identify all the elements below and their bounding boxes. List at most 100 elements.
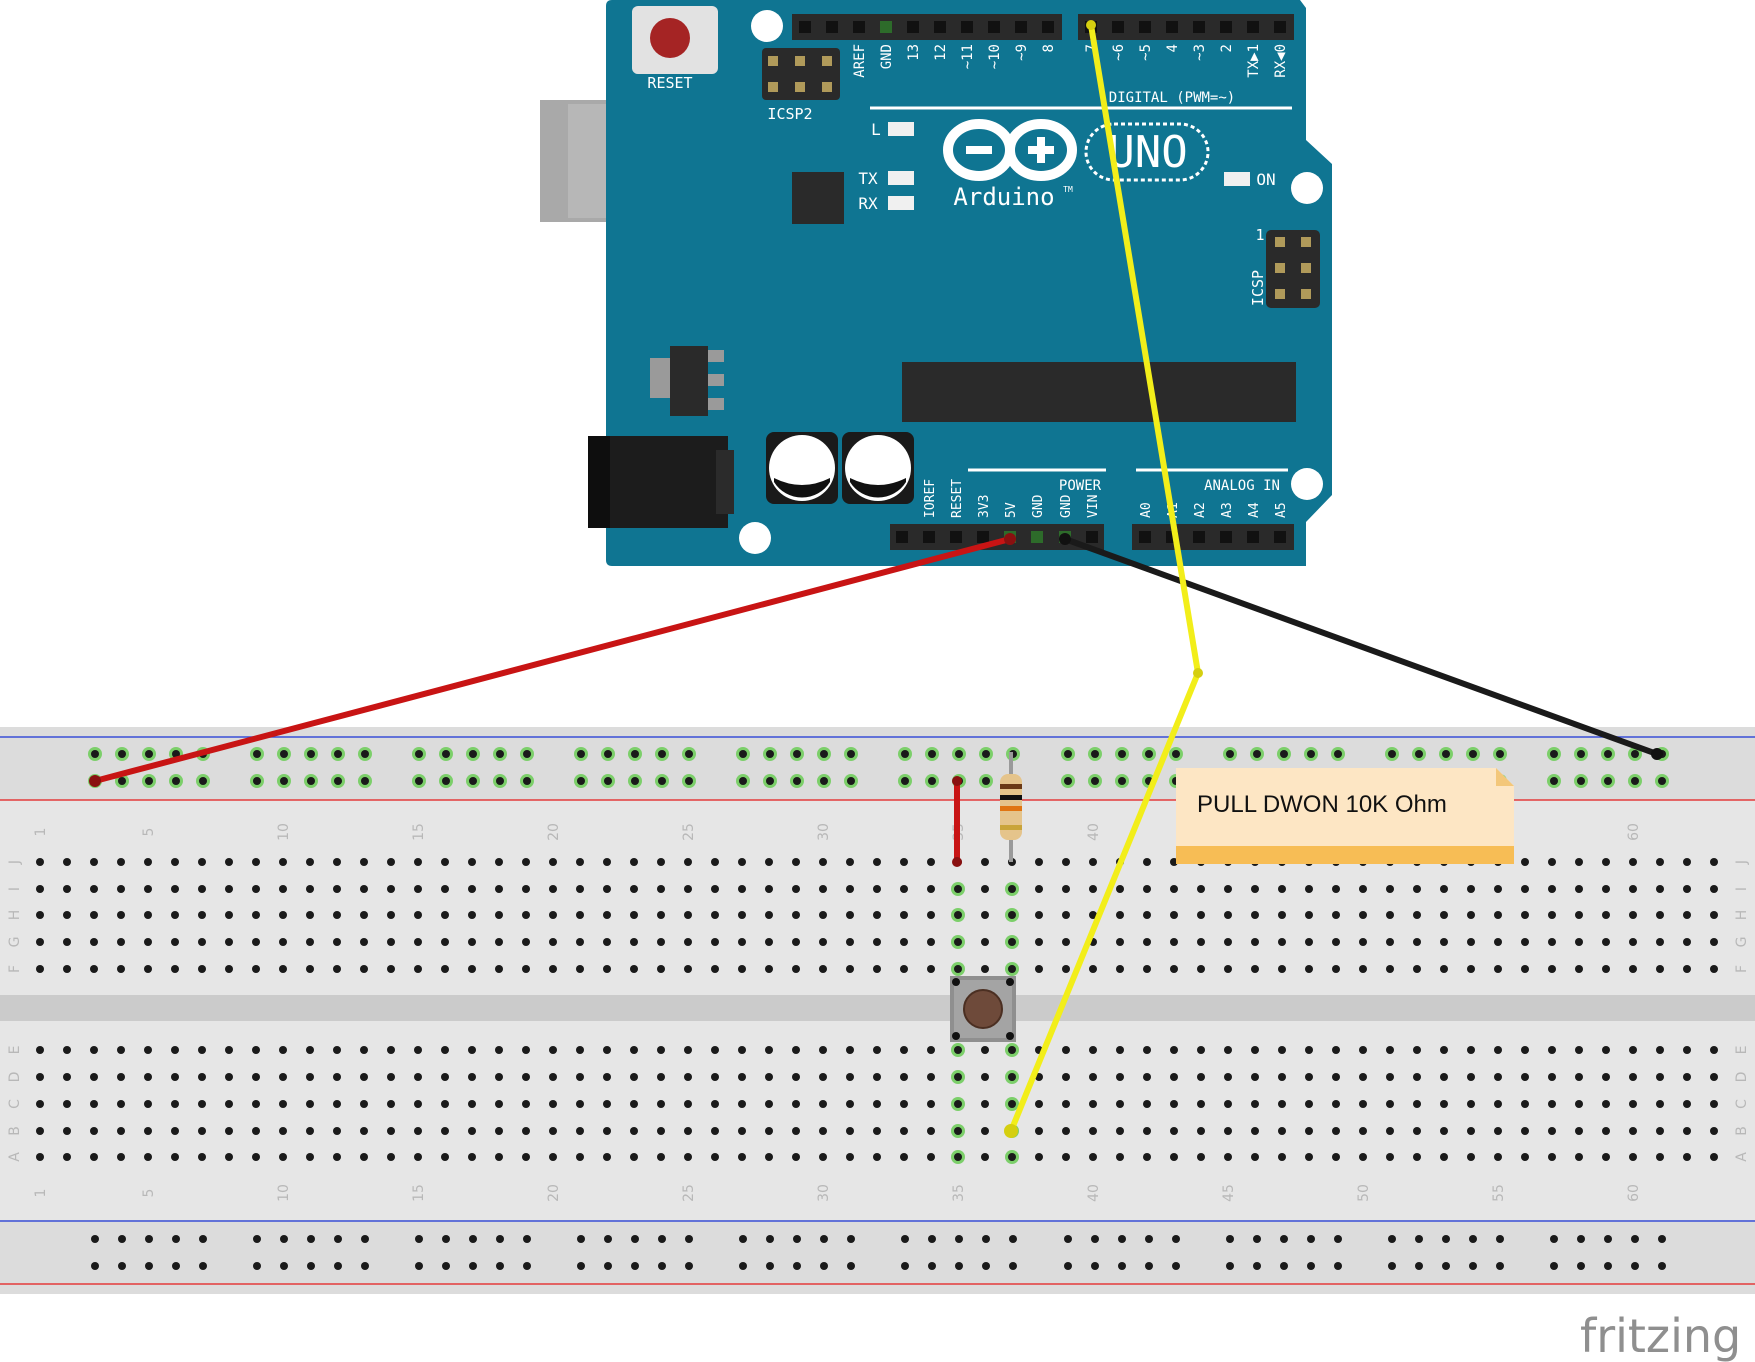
breadboard-hole xyxy=(1656,938,1664,946)
breadboard-hole xyxy=(1008,1100,1016,1108)
rail-hole xyxy=(793,777,801,785)
rail-hole xyxy=(1064,1235,1072,1243)
breadboard-hole xyxy=(684,858,692,866)
digital-pin-label: ~5 xyxy=(1138,44,1154,61)
breadboard-hole xyxy=(333,1100,341,1108)
breadboard-hole xyxy=(819,1100,827,1108)
breadboard-hole xyxy=(1548,1100,1556,1108)
column-number: 20 xyxy=(546,823,562,841)
breadboard-hole xyxy=(1494,885,1502,893)
breadboard-hole xyxy=(1467,938,1475,946)
header-pin xyxy=(1274,531,1286,543)
breadboard-hole xyxy=(873,1073,881,1081)
breadboard-hole xyxy=(1521,1153,1529,1161)
push-button[interactable] xyxy=(950,976,1016,1042)
breadboard-hole xyxy=(1116,938,1124,946)
breadboard-hole xyxy=(441,885,449,893)
breadboard-hole xyxy=(846,1100,854,1108)
breadboard-hole xyxy=(981,1100,989,1108)
breadboard-hole xyxy=(63,1153,71,1161)
breadboard-hole xyxy=(603,911,611,919)
icsp-pin xyxy=(1301,263,1311,273)
breadboard-hole xyxy=(819,1046,827,1054)
breadboard-hole xyxy=(387,1073,395,1081)
rail-hole xyxy=(847,1262,855,1270)
breadboard-hole xyxy=(252,911,260,919)
reset-button-cap[interactable] xyxy=(650,18,690,58)
regulator-pin xyxy=(708,350,724,362)
breadboard-hole xyxy=(1602,1100,1610,1108)
breadboard-hole xyxy=(1386,1127,1394,1135)
breadboard-hole xyxy=(225,1153,233,1161)
breadboard-hole xyxy=(1062,885,1070,893)
rail-hole xyxy=(307,777,315,785)
breadboard-hole xyxy=(603,965,611,973)
rail-hole xyxy=(901,1235,909,1243)
breadboard-hole xyxy=(765,1153,773,1161)
breadboard-hole xyxy=(495,938,503,946)
breadboard-hole xyxy=(198,885,206,893)
breadboard-hole xyxy=(1359,938,1367,946)
rail-hole xyxy=(955,750,963,758)
wire-end-dot xyxy=(952,857,962,867)
header-pin xyxy=(950,531,962,543)
breadboard-hole xyxy=(1710,938,1718,946)
wire-gnd-to-rail[interactable] xyxy=(1062,536,1660,757)
breadboard-hole xyxy=(171,1046,179,1054)
breadboard-hole xyxy=(1521,1127,1529,1135)
breadboard-hole xyxy=(1089,1127,1097,1135)
rail-hole xyxy=(658,1235,666,1243)
breadboard-hole xyxy=(954,885,962,893)
breadboard-hole xyxy=(1332,938,1340,946)
rail-hole xyxy=(631,750,639,758)
breadboard-hole xyxy=(279,1153,287,1161)
breadboard-hole xyxy=(738,965,746,973)
breadboard-hole xyxy=(846,911,854,919)
analog-header xyxy=(1132,524,1294,550)
rail-hole xyxy=(1226,750,1234,758)
breadboard-hole xyxy=(819,885,827,893)
breadboard-hole xyxy=(36,1100,44,1108)
breadboard-hole xyxy=(657,1127,665,1135)
breadboard-hole xyxy=(1602,1073,1610,1081)
breadboard-hole xyxy=(360,1046,368,1054)
breadboard-hole xyxy=(495,965,503,973)
breadboard-hole xyxy=(1683,938,1691,946)
rail-hole xyxy=(1334,1262,1342,1270)
note-sticky[interactable]: PULL DWON 10K Ohm xyxy=(1176,768,1514,864)
breadboard-hole xyxy=(306,1153,314,1161)
breadboard-hole xyxy=(306,965,314,973)
icsp-pins xyxy=(1275,237,1311,299)
rail-hole xyxy=(1496,1262,1504,1270)
breadboard-hole xyxy=(1602,1046,1610,1054)
icsp-pin xyxy=(768,56,778,66)
rail-hole xyxy=(280,1262,288,1270)
column-number: 45 xyxy=(1221,1184,1237,1202)
rail-hole xyxy=(1550,1262,1558,1270)
breadboard-hole xyxy=(576,885,584,893)
breadboard-hole xyxy=(657,965,665,973)
breadboard-hole xyxy=(387,1127,395,1135)
breadboard-hole xyxy=(1440,911,1448,919)
rail-hole xyxy=(577,1235,585,1243)
push-button-cap[interactable] xyxy=(963,989,1003,1029)
breadboard-hole xyxy=(765,1127,773,1135)
breadboard-hole xyxy=(711,858,719,866)
breadboard-hole xyxy=(1440,1153,1448,1161)
rail-hole xyxy=(442,750,450,758)
rail-hole xyxy=(523,750,531,758)
breadboard-hole xyxy=(117,1100,125,1108)
breadboard-hole xyxy=(1413,1127,1421,1135)
wire-5v-to-rail[interactable] xyxy=(92,536,1013,784)
rail-hole xyxy=(1307,1235,1315,1243)
breadboard-hole xyxy=(225,1073,233,1081)
breadboard-hole xyxy=(1089,858,1097,866)
breadboard-hole xyxy=(1548,1073,1556,1081)
rail-hole xyxy=(1280,750,1288,758)
breadboard-hole xyxy=(981,1046,989,1054)
breadboard-hole xyxy=(900,1153,908,1161)
icsp-label: ICSP xyxy=(1249,270,1267,306)
breadboard-hole xyxy=(630,938,638,946)
breadboard-hole xyxy=(1062,1153,1070,1161)
